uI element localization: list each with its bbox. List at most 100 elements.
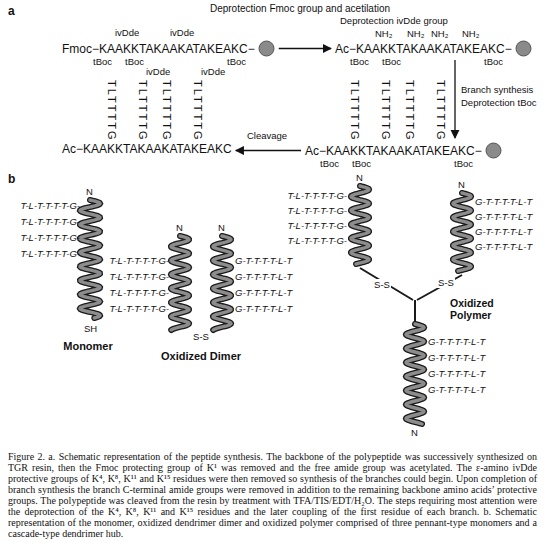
branch-sequence: TLTTTTG xyxy=(434,80,447,141)
process-arrow xyxy=(454,60,455,138)
process-arrow xyxy=(236,150,301,151)
branch-sequence: G-T-T-T-T-L-T xyxy=(428,384,485,395)
disulfide-label: S-S xyxy=(193,331,209,342)
protecting-group: tBoc xyxy=(93,56,112,67)
disulfide-label: S-S xyxy=(437,277,455,288)
protecting-group: tBoc xyxy=(454,158,473,169)
branch-sequence: G-T-T-T-T-L-T xyxy=(428,352,485,363)
branch-sequence: G-T-T-T-T-L-T xyxy=(428,368,485,379)
terminus-label: N xyxy=(356,172,363,183)
terminus-label: N xyxy=(458,179,465,190)
hub-bond xyxy=(417,275,462,300)
sequence-text: Ac−KAAKKTAKAAKATAKEAKC− xyxy=(305,144,482,158)
branch-sequence: T-L-T-T-T-T-G- xyxy=(110,255,169,266)
branch-sequence: G-T-T-T-T-L-T xyxy=(235,271,292,282)
protecting-group: ivDde xyxy=(146,66,170,77)
terminus-label: N xyxy=(411,427,418,438)
branch-sequence: TLTTTTG xyxy=(160,80,173,141)
branch-sequence: TLTTTTG xyxy=(191,80,204,141)
branch-sequence: G-T-T-T-T-L-T xyxy=(475,241,532,252)
protecting-group: tBoc xyxy=(382,56,401,67)
peptide-sequence: Ac−KAAKKTAKAAKATAKEAKC− xyxy=(305,142,502,159)
amine-group: NH₂ xyxy=(431,28,448,39)
branch-sequence: T-L-T-T-T-T-G- xyxy=(288,205,347,216)
branch-sequence: TLTTTTG xyxy=(105,80,118,141)
protecting-group: tBoc xyxy=(227,56,246,67)
sequence-text: Fmoc−KAAKKTAKAAKATAKEAKC− xyxy=(62,42,255,56)
helix-outline xyxy=(406,324,424,424)
helix-outline xyxy=(351,186,369,264)
protecting-group: tBoc xyxy=(484,56,503,67)
helix-outline xyxy=(213,236,231,330)
thiol-label: SH xyxy=(84,323,97,334)
branch-sequence: TLTTTTG xyxy=(348,80,361,141)
terminus-label: N xyxy=(176,222,183,233)
process-arrow xyxy=(279,48,331,49)
protecting-group: ivDde xyxy=(170,27,194,38)
branch-sequence: T-L-T-T-T-T-G- xyxy=(21,232,80,243)
branch-sequence: G-T-T-T-T-L-T xyxy=(235,255,292,266)
step-label: Deprotection Fmoc group and acetilation xyxy=(210,3,390,14)
branch-sequence: G-T-T-T-T-L-T xyxy=(428,336,485,347)
helix-ribbon xyxy=(213,236,231,330)
branch-sequence: T-L-T-T-T-T-G- xyxy=(21,248,80,259)
protecting-group: tBoc xyxy=(125,56,144,67)
structure-name: Oxidized Dimer xyxy=(161,350,241,363)
amine-group: NH₂ xyxy=(462,28,479,39)
resin-bead xyxy=(485,142,502,159)
helix-ribbon xyxy=(406,324,424,424)
helix-ribbon xyxy=(80,200,100,318)
branch-sequence: G-T-T-T-T-L-T xyxy=(475,226,532,237)
branch-sequence: T-L-T-T-T-T-G- xyxy=(110,287,169,298)
structure-name: Monomer xyxy=(63,340,113,353)
protecting-group: ivDde xyxy=(115,27,139,38)
helix-ribbon xyxy=(453,193,471,271)
branch-sequence: T-L-T-T-T-T-G- xyxy=(21,200,80,211)
sequence-text: Ac−KAAKKTAKAAKATAKEAKC− xyxy=(335,42,512,56)
helix-ribbon xyxy=(351,186,369,264)
protecting-group: ivDde xyxy=(201,66,225,77)
helix-outline xyxy=(453,193,471,271)
branch-sequence: T-L-T-T-T-T-G- xyxy=(288,220,347,231)
terminus-label: N xyxy=(86,186,93,197)
peptide-sequence: Ac−KAAKKTAKAAKATAKEAKC xyxy=(62,142,232,156)
branch-sequence: G-T-T-T-T-L-T xyxy=(235,287,292,298)
step-label: Branch synthesis xyxy=(461,84,533,95)
hub-bond xyxy=(414,300,416,322)
hub-bond xyxy=(360,268,413,300)
panel-letter: a xyxy=(8,4,15,18)
step-label: Cleavage xyxy=(247,130,287,141)
branch-sequence: TLTTTTG xyxy=(403,80,416,141)
step-note: Deprotection tBoc xyxy=(461,97,537,108)
branch-sequence: T-L-T-T-T-T-G- xyxy=(110,303,169,314)
amine-group: NH₂ xyxy=(375,28,392,39)
amine-group: NH₂ xyxy=(407,28,424,39)
branch-sequence: T-L-T-T-T-T-G- xyxy=(288,235,347,246)
protecting-group: tBoc xyxy=(352,158,371,169)
helix-outline xyxy=(171,236,189,330)
helix-outline xyxy=(80,200,100,318)
protecting-group: tBoc xyxy=(320,158,339,169)
peptide-sequence: Ac−KAAKKTAKAAKATAKEAKC− xyxy=(335,40,532,57)
branch-sequence: TLTTTTG xyxy=(136,80,149,141)
structure-name: Oxidized Polymer xyxy=(450,297,508,321)
branch-sequence: T-L-T-T-T-T-G- xyxy=(110,271,169,282)
sequence-text: Ac−KAAKKTAKAAKATAKEAKC xyxy=(62,142,232,156)
helix-ribbon xyxy=(171,236,189,330)
branch-sequence: G-T-T-T-T-L-T xyxy=(475,196,532,207)
terminus-label: N xyxy=(218,222,225,233)
branch-sequence: TLTTTTG xyxy=(379,80,392,141)
branch-sequence: G-T-T-T-T-L-T xyxy=(235,303,292,314)
disulfide-label: S-S xyxy=(373,279,391,290)
resin-bead xyxy=(258,40,275,57)
branch-sequence: T-L-T-T-T-T-G- xyxy=(21,216,80,227)
branch-sequence: T-L-T-T-T-T-G- xyxy=(288,190,347,201)
step-note: Deprotection ivDde group xyxy=(340,15,448,26)
branch-sequence: G-T-T-T-T-L-T xyxy=(475,211,532,222)
peptide-sequence: Fmoc−KAAKKTAKAAKATAKEAKC− xyxy=(62,40,275,57)
resin-bead xyxy=(515,40,532,57)
figure-caption: Figure 2. a. Schematic representation of… xyxy=(8,451,537,539)
panel-letter: b xyxy=(8,172,15,186)
protecting-group: tBoc xyxy=(350,56,369,67)
